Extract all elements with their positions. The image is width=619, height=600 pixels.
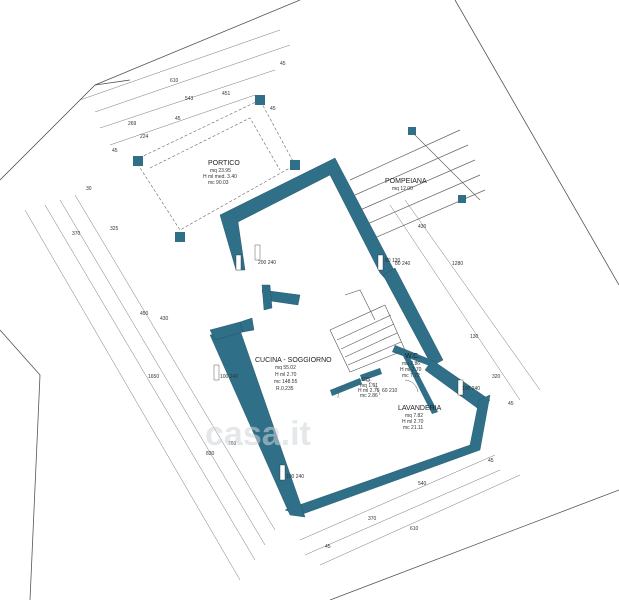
dim-bottom-45a: 45 <box>325 544 331 550</box>
portico-volume: mc 90.03 <box>208 180 229 186</box>
dim-right-1280: 1280 <box>452 261 463 267</box>
pompeiana-name: POMPEIANA <box>385 178 427 185</box>
exterior-walls <box>209 157 491 518</box>
portico-height: H ml med. 3.40 <box>203 174 237 180</box>
staircase <box>329 289 406 373</box>
window-dimension-labels: 80 120 200 240 100 240 100 240 100 240 8… <box>220 258 480 480</box>
pompeiana-area: mq 12.00 <box>392 186 413 192</box>
dim-top-45b: 45 <box>270 106 276 112</box>
dim-left-370: 370 <box>72 231 81 237</box>
dim-top-610: 610 <box>170 78 179 84</box>
cucina-volume: mc 148.55 <box>274 379 298 385</box>
watermark: casa.it <box>205 415 311 453</box>
window-label-w2: 200 240 <box>258 260 276 266</box>
dim-left-430: 430 <box>160 316 169 322</box>
dim-bottom-610: 610 <box>410 526 419 532</box>
lavanderia-area: mq 7.82 <box>405 413 423 419</box>
dim-bottom-540: 540 <box>418 481 427 487</box>
dim-right-320: 320 <box>492 374 501 380</box>
dim-top-269: 269 <box>128 121 137 127</box>
window-markers <box>213 244 464 481</box>
lavanderia-volume: mc 21.11 <box>403 425 423 431</box>
dim-left-1650: 1650 <box>148 374 159 380</box>
wc-area: mq 2.86 <box>402 361 420 367</box>
lavanderia-height: H ml 2.70 <box>402 419 424 425</box>
dim-top-543: 543 <box>185 96 194 102</box>
dim-left-830: 830 <box>206 451 215 457</box>
cucina-height: H ml 2.70 <box>275 372 297 378</box>
portico-name: PORTICO <box>208 160 240 167</box>
window-label-w1: 80 120 <box>385 258 401 264</box>
door-swings <box>337 379 419 399</box>
dis-height: H ml 2.70 <box>358 388 380 394</box>
cucina-ratio: R.0.235 <box>276 386 294 392</box>
dim-top-45c: 45 <box>175 116 181 122</box>
dim-top-224: 224 <box>140 134 149 140</box>
room-labels: PORTICO mq 23.95 H ml med. 3.40 mc 90.03… <box>203 160 442 431</box>
dim-left-450: 450 <box>140 311 149 317</box>
dim-left-325: 325 <box>110 226 119 232</box>
dim-right-130: 130 <box>470 334 479 340</box>
window-label-w7: 60 210 <box>382 388 398 394</box>
portico-area: mq 23.95 <box>210 168 231 174</box>
portico-pillars <box>133 95 300 242</box>
dim-left-760: 760 <box>228 441 237 447</box>
wc-name: W.C. <box>405 353 420 360</box>
window-label-w4: 100 240 <box>286 474 304 480</box>
dim-top-45a: 45 <box>280 61 286 67</box>
window-label-w6: 80 240 <box>395 261 411 267</box>
dim-left-30: 30 <box>86 186 92 192</box>
wc-height: H ml 2.70 <box>400 367 422 373</box>
cucina-area: mq 55.02 <box>275 365 296 371</box>
lavanderia-name: LAVANDERIA <box>398 405 442 412</box>
cucina-name: CUCINA - SOGGIORNO <box>255 357 332 364</box>
window-label-w3: 100 240 <box>220 374 238 380</box>
dim-right-45: 45 <box>508 401 514 407</box>
dim-bottom-45b: 45 <box>488 458 494 464</box>
interior-walls <box>330 345 438 414</box>
dis-volume: mc 2.86 <box>360 393 378 399</box>
dim-right-430: 430 <box>418 224 427 230</box>
dimension-lines <box>24 29 541 581</box>
dimension-labels: 610 45 543 451 45 269 45 224 45 30 370 3… <box>72 61 514 550</box>
dim-top-45d: 45 <box>112 148 118 154</box>
pergola-beams <box>349 127 486 241</box>
dim-top-451: 451 <box>222 91 231 97</box>
window-label-w5: 100 240 <box>462 386 480 392</box>
dim-bottom-370: 370 <box>368 516 377 522</box>
dis-name: DIS. <box>362 377 372 383</box>
wc-volume: mc 7.72 <box>402 373 420 379</box>
dis-area: mq 1.01 <box>360 383 378 389</box>
